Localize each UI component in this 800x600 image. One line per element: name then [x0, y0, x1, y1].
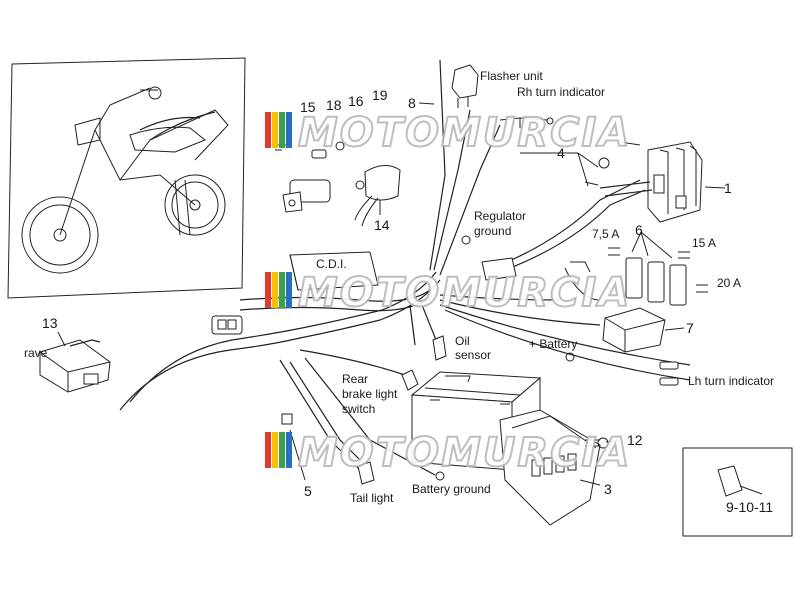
- lh-turn-connectors: [659, 361, 679, 386]
- cdi-box: [289, 251, 379, 291]
- label-rear: Rear: [342, 372, 368, 386]
- starter-relay: [565, 307, 666, 362]
- battery-cover: [499, 409, 601, 526]
- callout-5: 5: [304, 483, 312, 499]
- label-fuse-7-5a: 7,5 A: [592, 227, 619, 241]
- watermark-text: MOTOMURCIA: [298, 110, 631, 156]
- watermark-bottom: MOTOMURCIA: [265, 429, 631, 477]
- fuse-holder: [608, 247, 708, 306]
- label-flasher-unit: Flasher unit: [480, 69, 543, 83]
- label-cdi: C.D.I.: [316, 257, 347, 271]
- callout-14: 14: [374, 217, 390, 233]
- callout-9-10-11: 9-10-11: [726, 499, 773, 515]
- callout-3: 3: [604, 481, 612, 497]
- label-lh-turn-indicator: Lh turn indicator: [688, 374, 774, 388]
- watermark-text: MOTOMURCIA: [298, 270, 631, 316]
- label-oil: Oil: [455, 334, 470, 348]
- label-switch: switch: [342, 402, 375, 416]
- callout-6: 6: [635, 222, 643, 238]
- text-labels: Flasher unit Rh turn indicator Regulator…: [24, 69, 774, 505]
- brake-switch-connector: [281, 369, 445, 485]
- callout-7: 7: [686, 320, 694, 336]
- watermark-middle: MOTOMURCIA: [265, 269, 631, 317]
- label-battery-ground: Battery ground: [412, 482, 491, 496]
- callout-16: 16: [348, 93, 364, 109]
- label-tail-light: Tail light: [350, 491, 394, 505]
- callout-13: 13: [42, 315, 58, 331]
- callout-18: 18: [326, 97, 342, 113]
- leader-lines: [57, 102, 726, 486]
- callout-4: 4: [557, 145, 565, 161]
- oil-sensor: [432, 335, 447, 361]
- fuse-detail-box: [682, 447, 793, 537]
- rave-module: [39, 339, 111, 393]
- small-parts-group: [275, 141, 401, 227]
- callout-19: 19: [372, 87, 388, 103]
- label-fuse-20a: 20 A: [717, 276, 741, 290]
- callout-15: 15: [300, 99, 316, 115]
- regulator-ground-connector: [461, 235, 601, 301]
- callout-12: 12: [627, 432, 643, 448]
- callout-numbers: 8 15 18 16 19 14 4 1 6 7 13 12 3 5 9-10-…: [42, 87, 773, 515]
- label-rh-turn-indicator: Rh turn indicator: [517, 85, 605, 99]
- label-plus-battery: + Battery: [529, 337, 577, 351]
- label-oil-sensor: sensor: [455, 348, 491, 362]
- label-rave: rave: [24, 346, 48, 360]
- label-regulator: Regulator: [474, 209, 526, 223]
- label-fuse-15a: 15 A: [692, 236, 716, 250]
- flasher-unit: [451, 64, 554, 128]
- screw: [585, 437, 609, 449]
- watermark-top: MOTOMURCIA: [265, 109, 631, 157]
- motorcycle-thumbnail: [7, 57, 246, 299]
- callout-1: 1: [724, 180, 732, 196]
- watermark-text: MOTOMURCIA: [298, 430, 631, 476]
- label-regulator-ground: ground: [474, 224, 511, 238]
- label-brake-light: brake light: [342, 387, 398, 401]
- callout-8: 8: [408, 95, 416, 111]
